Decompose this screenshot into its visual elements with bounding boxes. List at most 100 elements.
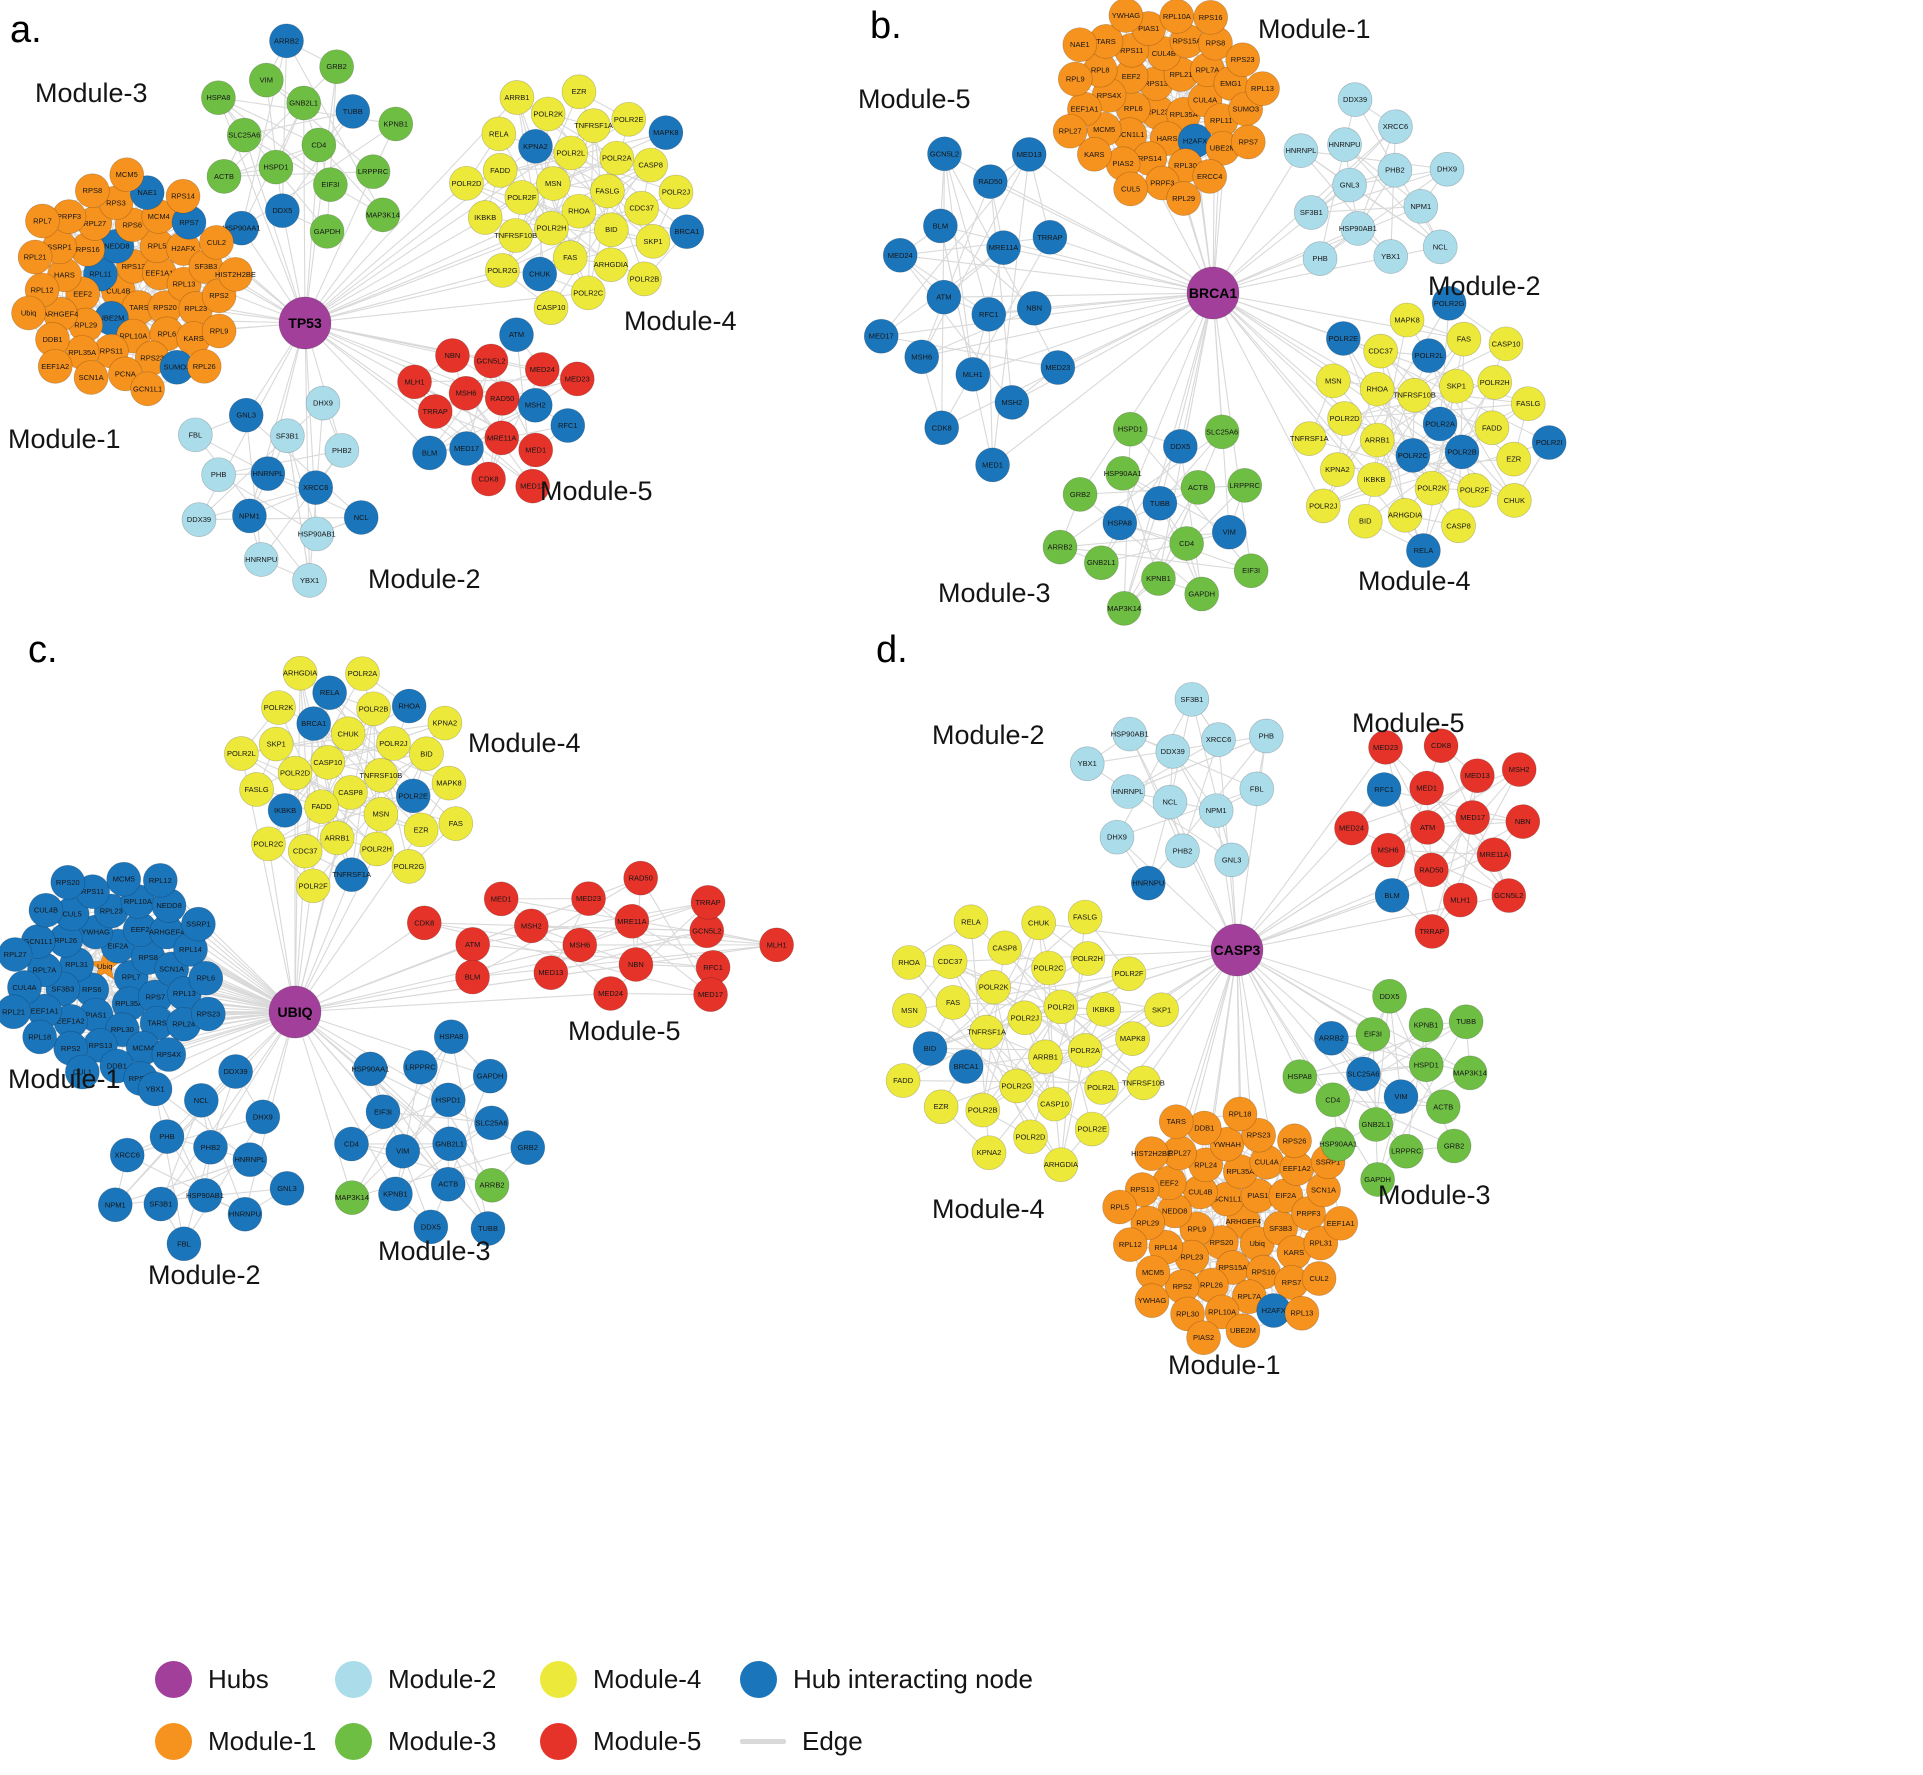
node-circle [1021, 905, 1057, 941]
node-ywhag: YWHAG [1134, 1283, 1170, 1318]
node-npm1: NPM1 [1403, 188, 1439, 224]
node-circle [299, 516, 335, 552]
node-hnrnpl: HNRNPL [232, 1142, 268, 1178]
node-faslg: FASLG [590, 173, 625, 209]
hub-edge [1159, 292, 1214, 504]
edge [965, 967, 1049, 1067]
module-label-d-module-1: Module-1 [1168, 1350, 1281, 1380]
hub-circle [268, 985, 322, 1039]
edge [1101, 531, 1230, 564]
hub-edge [1049, 236, 1214, 294]
node-circle [550, 408, 586, 443]
node-circle [1283, 133, 1319, 168]
node-phb: PHB [149, 1119, 185, 1154]
node-med1: MED1 [518, 432, 554, 468]
node-actb: ACTB [1180, 470, 1216, 505]
node-circle [1455, 800, 1490, 835]
edge [1116, 788, 1257, 838]
node-circle [994, 384, 1030, 420]
legend-item-hub-interacting-node: Hub interacting node [740, 1660, 1070, 1698]
edge [265, 80, 283, 211]
node-circle [287, 833, 323, 869]
node-circle [269, 1171, 305, 1206]
node-circle [1070, 941, 1106, 976]
node-rpl13: RPL13 [1284, 1295, 1320, 1331]
node-circle [1315, 1082, 1351, 1118]
edge [1319, 168, 1448, 260]
node-med17: MED17 [693, 977, 728, 1012]
node-circle [292, 562, 327, 598]
edge [435, 410, 536, 451]
node-ddx39: DDX39 [218, 1054, 253, 1089]
node-med1: MED1 [975, 447, 1010, 483]
node-circle [1423, 728, 1459, 764]
node-nbn: NBN [435, 338, 470, 373]
node-circle [397, 364, 432, 400]
edge [1191, 699, 1233, 860]
node-mapk8: MAPK8 [1389, 302, 1425, 338]
node-circle [524, 352, 560, 387]
node-circle [1115, 1021, 1150, 1056]
node-circle [50, 864, 86, 900]
edge [466, 152, 571, 184]
node-circle [1413, 852, 1449, 888]
node-circle [186, 348, 222, 384]
node-circle [1408, 1007, 1444, 1043]
node-circle [438, 806, 474, 842]
node-circle [1233, 553, 1269, 589]
node-circle [484, 381, 520, 416]
node-circle [149, 1119, 185, 1154]
node-circle [178, 417, 213, 453]
node-msn: MSN [892, 993, 927, 1028]
node-grb2: GRB2 [510, 1130, 546, 1165]
node-polr2b: POLR2B [627, 261, 662, 297]
edge [260, 450, 343, 560]
node-circle [227, 1196, 263, 1232]
node-circle [473, 343, 509, 379]
node-circle [391, 849, 427, 884]
node-circle [1340, 211, 1376, 246]
node-rela: RELA [481, 116, 517, 152]
node-circle [1248, 718, 1284, 754]
node-circle [143, 1186, 179, 1222]
hub-edge [1179, 292, 1214, 447]
edge [1116, 699, 1193, 838]
hub-edge [1054, 949, 1238, 1105]
node-casp8: CASP8 [1441, 508, 1476, 544]
node-circle [449, 431, 484, 466]
edge [1123, 503, 1161, 609]
edge [1332, 1024, 1427, 1101]
edge [1311, 205, 1421, 214]
node-mre11a: MRE11A [986, 230, 1021, 265]
node-circle [1284, 1295, 1320, 1331]
node-circle [1366, 772, 1402, 807]
edge [472, 901, 709, 945]
node-circle [1425, 1089, 1461, 1125]
node-circle [1013, 1119, 1048, 1155]
node-circle [498, 218, 533, 253]
node-circle [1227, 468, 1263, 503]
edge [1405, 1024, 1427, 1152]
node-arrb1: ARRB1 [1028, 1039, 1063, 1075]
node-circle [1031, 950, 1066, 986]
node-circle [932, 944, 968, 979]
node-polr2g: POLR2G [391, 849, 427, 884]
node-circle [365, 1094, 401, 1130]
edge [1129, 733, 1257, 790]
edge [472, 943, 714, 968]
edge [313, 723, 414, 797]
node-xrcc6: XRCC6 [298, 470, 334, 505]
node-blm: BLM [923, 208, 958, 244]
node-circle [403, 1049, 438, 1085]
edge [1391, 821, 1524, 896]
node-bid: BID [1347, 503, 1383, 539]
panel-letter-a: a. [10, 9, 42, 51]
node-circle [359, 831, 395, 867]
node-circle [1408, 1047, 1444, 1083]
node-circle [593, 212, 629, 248]
node-ube2m: UBE2M [1225, 1313, 1261, 1348]
node-polr2l: POLR2L [1084, 1070, 1119, 1105]
edge [943, 153, 990, 315]
node-hspa8: HSPA8 [1282, 1059, 1318, 1094]
node-circle [1320, 1126, 1356, 1162]
